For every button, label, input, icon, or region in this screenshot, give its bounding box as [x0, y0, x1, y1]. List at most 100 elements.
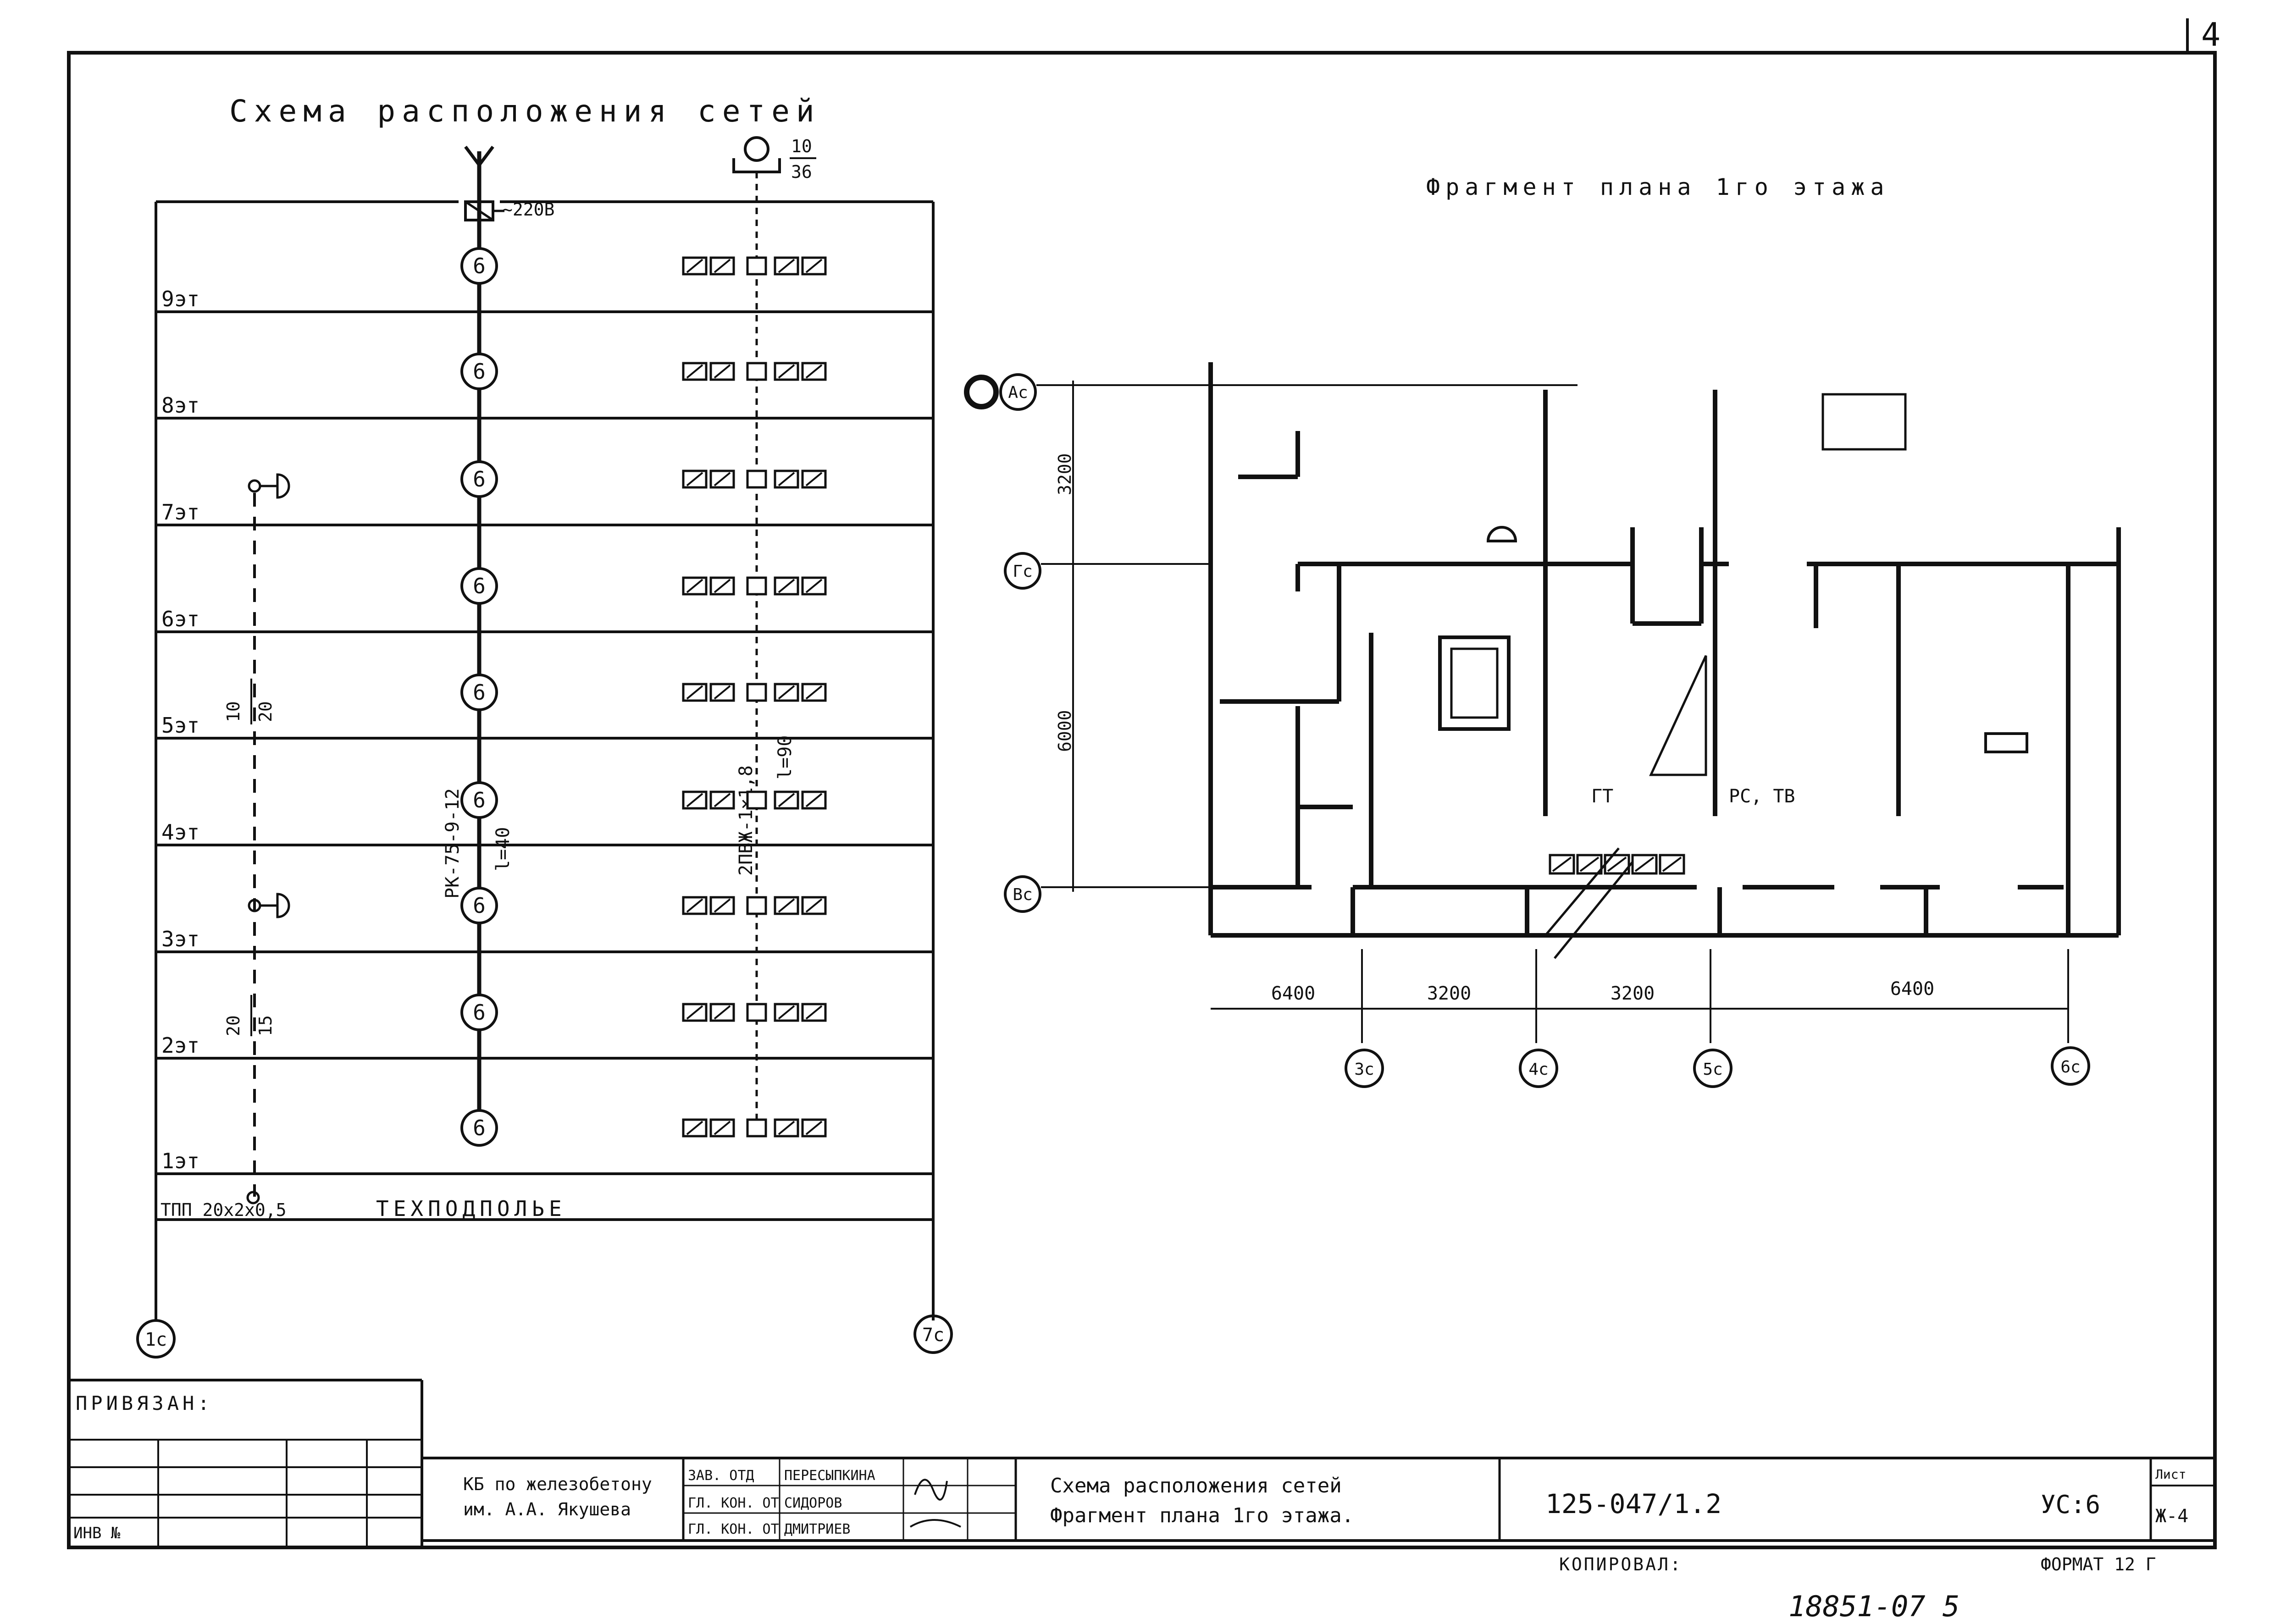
light-box-diagonal	[805, 259, 823, 273]
axis-row-label-a: Ас	[1008, 383, 1028, 402]
light-box	[746, 790, 767, 810]
floor-label-9: 9эт	[161, 287, 199, 311]
axis-bubble-left: 1с	[136, 1319, 176, 1359]
riser-cable-label-2: l=40	[493, 827, 514, 871]
antenna-icon	[464, 145, 494, 172]
sheet-label: Лист	[2155, 1467, 2186, 1482]
floor-label-8: 8эт	[161, 393, 199, 418]
floor-plan: Фрагмент плана 1го этажа Ас Гс Вс 3200 6…	[964, 174, 2121, 1088]
light-row	[682, 362, 827, 381]
light-box	[746, 1003, 767, 1022]
light-box-diagonal	[686, 579, 703, 593]
copied-label: КОПИРОВАЛ:	[1559, 1554, 1683, 1574]
riser-box: 6	[460, 887, 498, 924]
floor-label-4: 4эт	[161, 820, 199, 845]
riser-box-number: 6	[473, 893, 486, 918]
light-box-diagonal	[778, 685, 795, 700]
light-box-diagonal	[778, 579, 795, 593]
riser-box: 6	[460, 567, 498, 605]
plan-title: Фрагмент плана 1го этажа	[1426, 174, 1889, 200]
transformer-label-top: 10	[791, 136, 812, 156]
riser-box: 6	[460, 1109, 498, 1147]
light-box-diagonal	[686, 259, 703, 273]
voltage-label: ~220В	[502, 199, 554, 220]
role-0: ЗАВ. ОТД	[688, 1468, 754, 1484]
dim-vertical-3200: 3200	[1055, 453, 1075, 495]
riser-cable-label-3: 2ПВЖ-1×1,8	[736, 765, 757, 876]
name-2: ДМИТРИЕВ	[784, 1521, 851, 1537]
riser-box: 6	[460, 674, 498, 711]
plan-light-box-diagonal	[1579, 856, 1600, 872]
light-box-diagonal	[686, 1121, 703, 1135]
light-box-diagonal	[686, 685, 703, 700]
light-box	[746, 576, 767, 596]
plan-row-axes: Ас Гс Вс 3200 6000	[964, 373, 1578, 913]
floor-label-6: 6эт	[161, 607, 199, 631]
role-2: ГЛ. КОН. ОТ	[688, 1521, 779, 1537]
axis-right-label: 7с	[922, 1325, 944, 1346]
plan-label-gt: ГТ	[1591, 786, 1613, 807]
light-box-diagonal	[686, 898, 703, 913]
floor-label-2: 2эт	[161, 1033, 199, 1058]
light-box-diagonal	[686, 793, 703, 807]
light-box-diagonal	[805, 1005, 823, 1020]
plan-light-box-diagonal	[1662, 856, 1682, 872]
phone-lower-bottom: 15	[255, 1015, 276, 1036]
light-box-diagonal	[805, 364, 823, 379]
plan-outlet-icon	[1486, 526, 1517, 542]
riser-boxes: 6 6 6 6 6 6 6 6 6	[460, 247, 498, 1147]
riser-box-number: 6	[473, 1000, 486, 1025]
floor-label-7: 7эт	[161, 500, 199, 525]
riser-box-number: 6	[473, 1116, 486, 1140]
light-box-diagonal	[714, 364, 731, 379]
floor-label-1: 1эт	[161, 1149, 199, 1173]
attached-label: ПРИВЯЗАН:	[76, 1392, 213, 1414]
riser-box-number: 6	[473, 467, 486, 492]
light-box-diagonal	[714, 259, 731, 273]
riser-box-number: 6	[473, 359, 486, 384]
light-box-diagonal	[778, 793, 795, 807]
plan-stair	[1649, 393, 1907, 776]
phone-lower-top: 20	[223, 1015, 244, 1036]
name-1: СИДОРОВ	[784, 1495, 842, 1511]
axis-row-label-v: Вс	[1013, 885, 1032, 904]
riser-box-number: 6	[473, 788, 486, 812]
light-box-diagonal	[714, 579, 731, 593]
plan-label-rc: РС, ТВ	[1729, 786, 1795, 807]
dim-horizontal-3: 3200	[1611, 983, 1655, 1004]
dim-horizontal-4: 6400	[1890, 978, 1934, 1000]
light-box	[746, 1118, 767, 1138]
plan-light-box-diagonal	[1552, 856, 1572, 872]
dim-horizontal-1: 6400	[1271, 983, 1315, 1004]
riser-box: 6	[460, 460, 498, 498]
org-line-2: им. А.А. Якушева	[463, 1499, 631, 1519]
phone-riser: 10 20 20 15	[223, 473, 290, 1204]
light-box-diagonal	[714, 685, 731, 700]
drawing-code: 125-047/1.2	[1545, 1488, 1721, 1519]
plan-walls	[1208, 362, 2121, 938]
dim-horizontal-2: 3200	[1427, 983, 1471, 1004]
basement-label: ТЕХПОДПОЛЬЕ	[376, 1196, 566, 1221]
tv-riser: 10 36 2ПВЖ-1×1,8 l=90	[732, 136, 816, 1132]
inv-label: ИНВ №	[73, 1524, 121, 1542]
light-rows	[682, 256, 827, 1138]
floor-lines	[156, 310, 933, 1221]
light-box-diagonal	[714, 472, 731, 486]
light-box-diagonal	[778, 364, 795, 379]
light-row	[682, 576, 827, 596]
riser-cable-label-4: l=90	[775, 735, 796, 779]
riser-box: 6	[460, 247, 498, 285]
light-box-diagonal	[686, 472, 703, 486]
drawing-title-2: Фрагмент плана 1го этажа.	[1050, 1504, 1354, 1527]
format-label: ФОРМАТ 12 Г	[2041, 1554, 2156, 1574]
riser-box-number: 6	[473, 680, 486, 705]
riser-box: 6	[460, 781, 498, 819]
axis-row-label-g: Гс	[1013, 562, 1032, 581]
plan-column-axes: 6400 3200 3200 6400 3с 4с 5с 6с	[1211, 949, 2090, 1088]
light-box-diagonal	[714, 793, 731, 807]
axis-col-label-6: 6с	[2060, 1058, 2080, 1077]
axis-col-label-5: 5с	[1703, 1060, 1722, 1079]
riser-cable-label-1: РК-75-9-12	[442, 788, 463, 899]
light-row	[682, 896, 827, 915]
sheet-frame: 4	[67, 16, 2220, 1549]
